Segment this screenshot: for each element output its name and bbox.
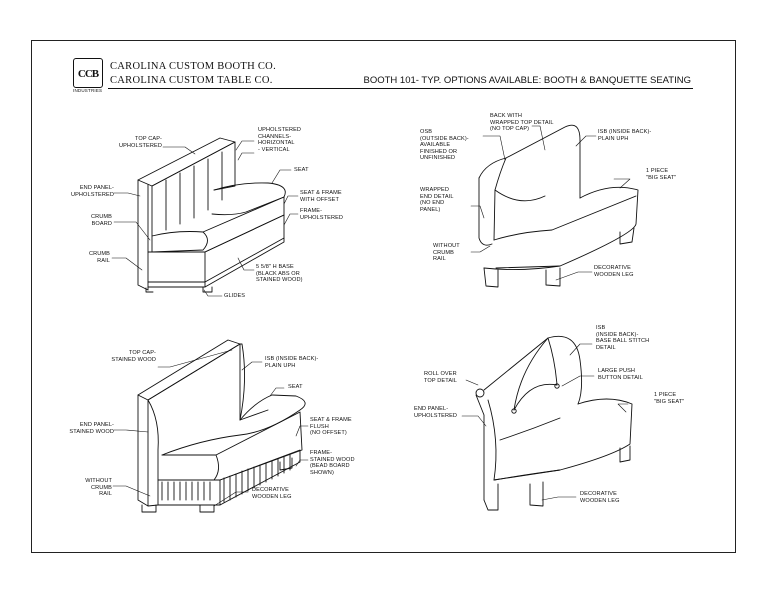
label-crumb-rail: CRUMB RAIL xyxy=(88,251,110,264)
label-isb-baseball-stitch: ISB (INSIDE BACK)- BASE BALL STITCH DETA… xyxy=(596,325,650,351)
company-name-table: CAROLINA CUSTOM TABLE CO. xyxy=(110,75,273,86)
label-isb-plain: ISB (INSIDE BACK)- PLAIN UPH xyxy=(598,129,652,142)
booth-channel-back-drawing xyxy=(137,137,286,293)
sheet-title: BOOTH 101- TYP. OPTIONS AVAILABLE: BOOTH… xyxy=(363,75,692,86)
label-decorative-leg: DECORATIVE WOODEN LEG xyxy=(580,491,620,504)
banquette-rollover-drawing xyxy=(475,335,633,511)
company-logo: CCB xyxy=(73,58,103,88)
title-rule xyxy=(108,88,693,89)
booth-wood-cap-drawing xyxy=(137,339,306,513)
label-base: 5 5/8" H BASE (BLACK ABS OR STAINED WOOD… xyxy=(256,264,303,284)
label-roll-over-top: ROLL OVER TOP DETAIL xyxy=(424,371,458,384)
label-big-seat: 1 PIECE "BIG SEAT" xyxy=(646,168,677,181)
label-top-cap-stained: TOP CAP- STAINED WOOD xyxy=(111,350,156,363)
label-isb-plain: ISB (INSIDE BACK)- PLAIN UPH xyxy=(265,356,319,369)
logo-subtext: INDUSTRIES xyxy=(73,88,103,93)
label-upholstered-channels: UPHOLSTERED CHANNELS- HORIZONTAL - VERTI… xyxy=(258,127,302,153)
label-frame-upholstered: FRAME- UPHOLSTERED xyxy=(300,208,344,221)
label-crumb-board: CRUMB BOARD xyxy=(90,214,112,227)
company-name-booth: CAROLINA CUSTOM BOOTH CO. xyxy=(110,61,276,72)
drawing-sheet-border xyxy=(31,40,736,553)
label-seat-frame-flush: SEAT & FRAME FLUSH (NO OFFSET) xyxy=(310,417,352,437)
label-wrapped-end-detail: WRAPPED END DETAIL (NO END PANEL) xyxy=(420,187,454,213)
label-without-crumb-rail: WITHOUT CRUMB RAIL xyxy=(433,243,460,263)
label-top-cap-upholstered: TOP CAP- UPHOLSTERED xyxy=(118,136,162,149)
label-seat: SEAT xyxy=(288,384,303,390)
label-glides: GLIDES xyxy=(224,293,246,299)
label-back-wrapped-top: BACK WITH WRAPPED TOP DETAIL (NO TOP CAP… xyxy=(490,113,554,133)
label-frame-stained: FRAME- STAINED WOOD (BEAD BOARD SHOWN) xyxy=(310,450,355,476)
label-osb: OSB (OUTSIDE BACK)- AVAILABLE FINISHED O… xyxy=(420,129,469,162)
logo-text: CCB xyxy=(77,68,99,80)
label-seat-frame-offset: SEAT & FRAME WITH OFFSET xyxy=(300,190,342,203)
leader-lines xyxy=(111,125,631,507)
label-without-crumb-rail: WITHOUT CRUMB RAIL xyxy=(85,478,112,498)
banquette-wrapped-top-drawing xyxy=(478,124,639,288)
label-big-seat: 1 PIECE "BIG SEAT" xyxy=(654,392,685,405)
label-decorative-leg: DECORATIVE WOODEN LEG xyxy=(594,265,634,278)
label-seat: SEAT xyxy=(294,167,309,173)
label-decorative-leg: DECORATIVE WOODEN LEG xyxy=(252,487,292,500)
label-end-panel-stained: END PANEL- STAINED WOOD xyxy=(69,422,114,435)
label-end-panel-upholstered: END PANEL- UPHOLSTERED xyxy=(414,406,458,419)
label-push-button: LARGE PUSH BUTTON DETAIL xyxy=(598,368,643,381)
label-end-panel-upholstered: END PANEL- UPHOLSTERED xyxy=(70,185,114,198)
